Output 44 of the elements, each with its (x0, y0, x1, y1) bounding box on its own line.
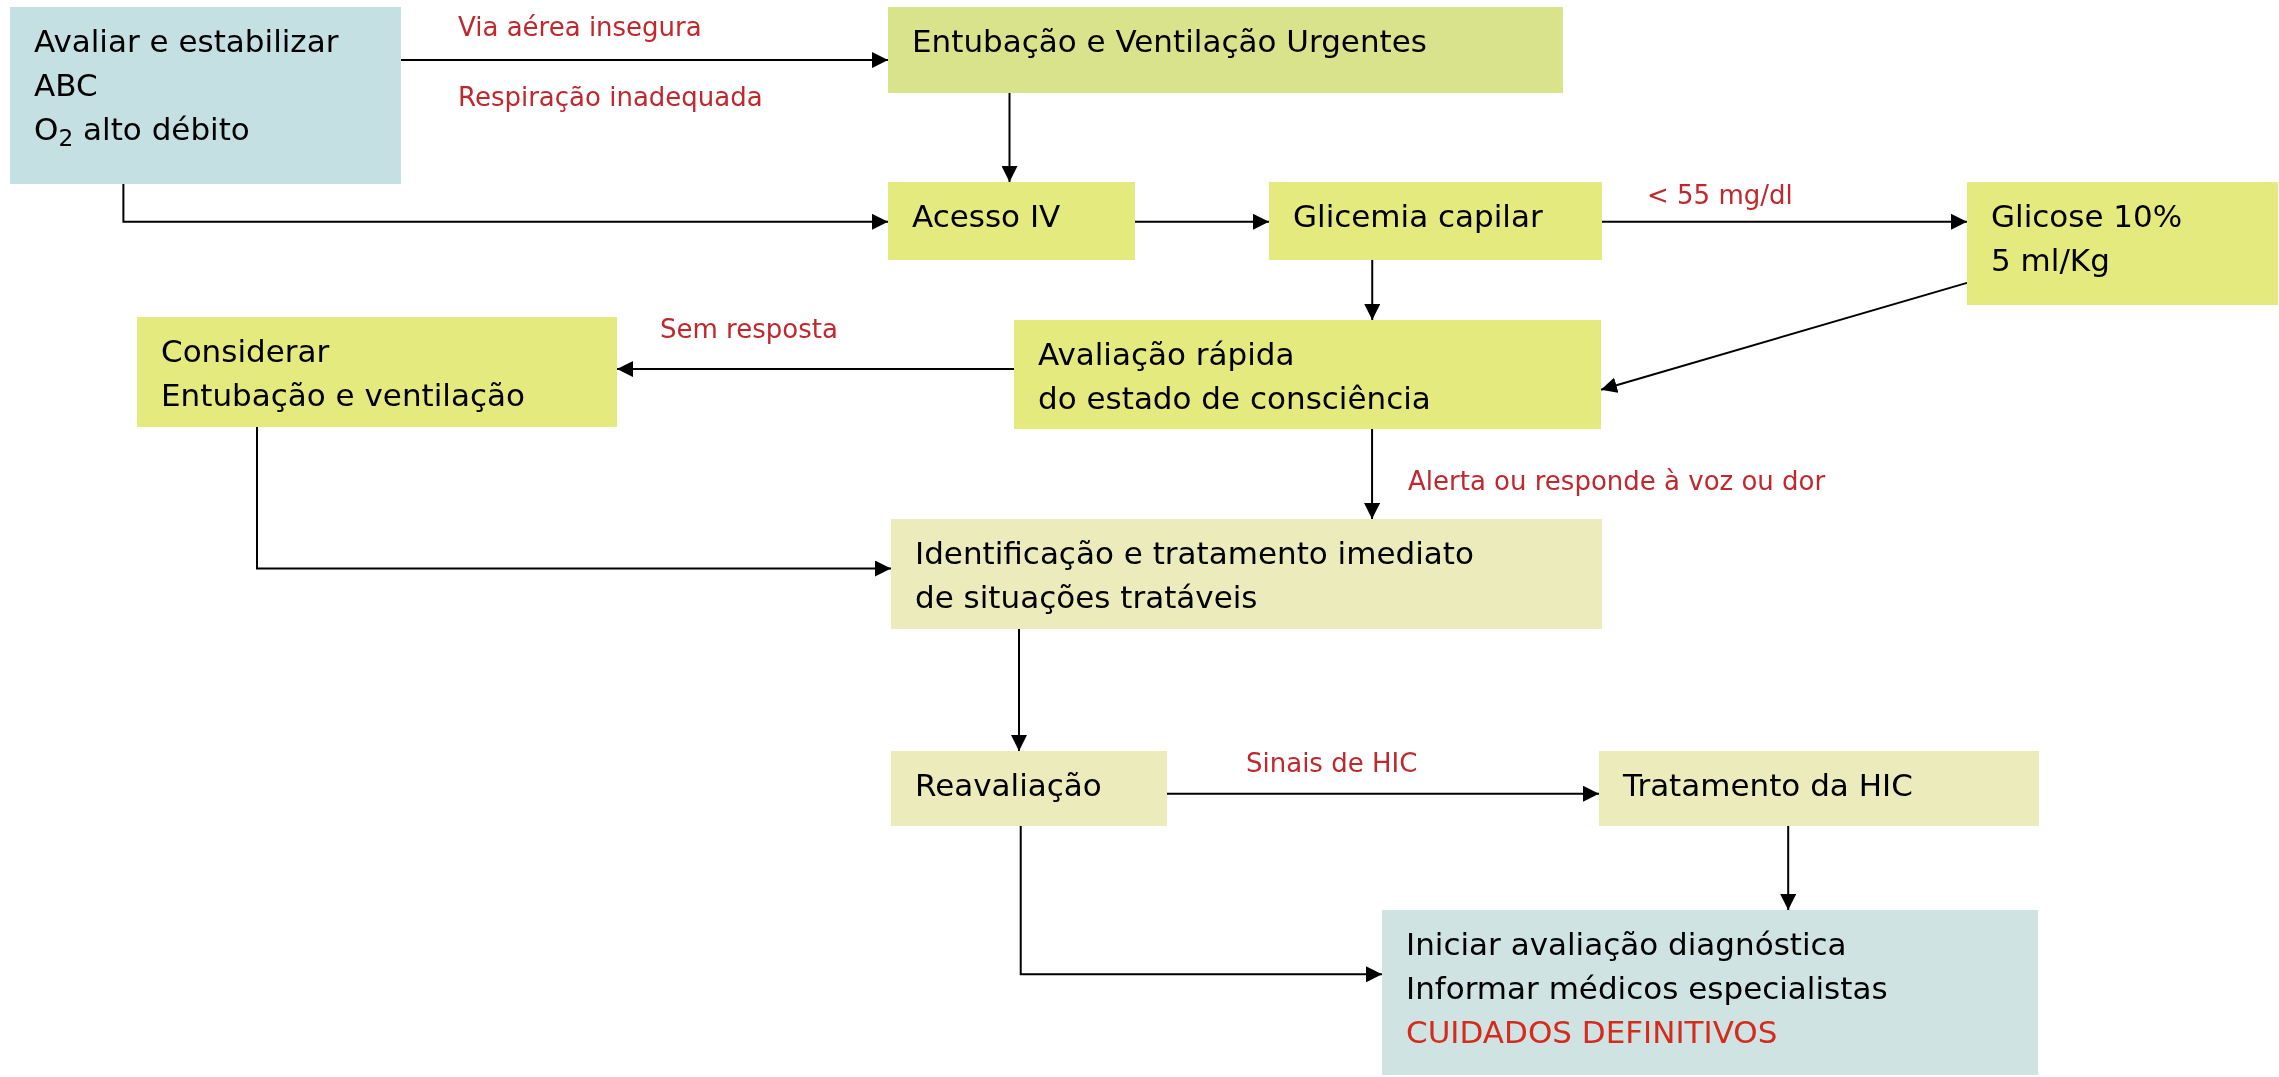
node-text: Reavaliação (915, 766, 1103, 805)
node-text: Considerar (161, 332, 331, 371)
node-text: Entubação e ventilação (161, 376, 526, 415)
arrow (1134, 213, 1270, 230)
arrow (1019, 825, 1383, 983)
process-box (888, 7, 1563, 93)
process-box (888, 182, 1135, 260)
node-text: Glicose 10% (1991, 197, 2184, 236)
node-text: de situações tratáveis (915, 578, 1259, 617)
node-text: Identificação e tratamento imediato (915, 534, 1475, 573)
arrow (1364, 259, 1381, 321)
node-text: Acesso IV (912, 197, 1062, 236)
node-text: Iniciar avaliação diagnóstica (1406, 925, 1848, 964)
arrow (1364, 428, 1381, 520)
process-box (1599, 751, 2039, 826)
node-text: do estado de consciência (1038, 379, 1432, 418)
node-text: Informar médicos especialistas (1406, 969, 1889, 1008)
arrow (400, 52, 889, 69)
arrow (1601, 213, 1968, 230)
process-box (1967, 182, 2278, 305)
node-text: Entubação e Ventilação Urgentes (912, 22, 1428, 61)
process-box (10, 7, 401, 184)
arrow (1166, 785, 1600, 802)
node-text: Glicemia capilar (1293, 197, 1544, 236)
arrow (256, 426, 892, 577)
arrow (1600, 281, 1968, 393)
node-text: Avaliar e estabilizar (34, 22, 340, 61)
process-box (137, 317, 617, 427)
arrow (616, 361, 1015, 378)
node-text: ABC (34, 66, 99, 105)
node-text: CUIDADOS DEFINITIVOS (1406, 1013, 1779, 1052)
arrow (1001, 92, 1018, 183)
process-box (1014, 320, 1601, 429)
node-text: Tratamento da HIC (1623, 766, 1914, 805)
node-text: O$_{2}$ alto débito (34, 110, 251, 151)
process-box (1269, 182, 1602, 260)
arrow (1011, 628, 1027, 752)
node-text: Avaliação rápida (1038, 335, 1296, 374)
arrow (122, 183, 889, 230)
node-text: 5 ml/Kg (1991, 241, 2111, 280)
process-box (891, 519, 1602, 629)
arrow (1780, 825, 1797, 911)
process-box (891, 751, 1167, 826)
process-box (1382, 910, 2038, 1075)
